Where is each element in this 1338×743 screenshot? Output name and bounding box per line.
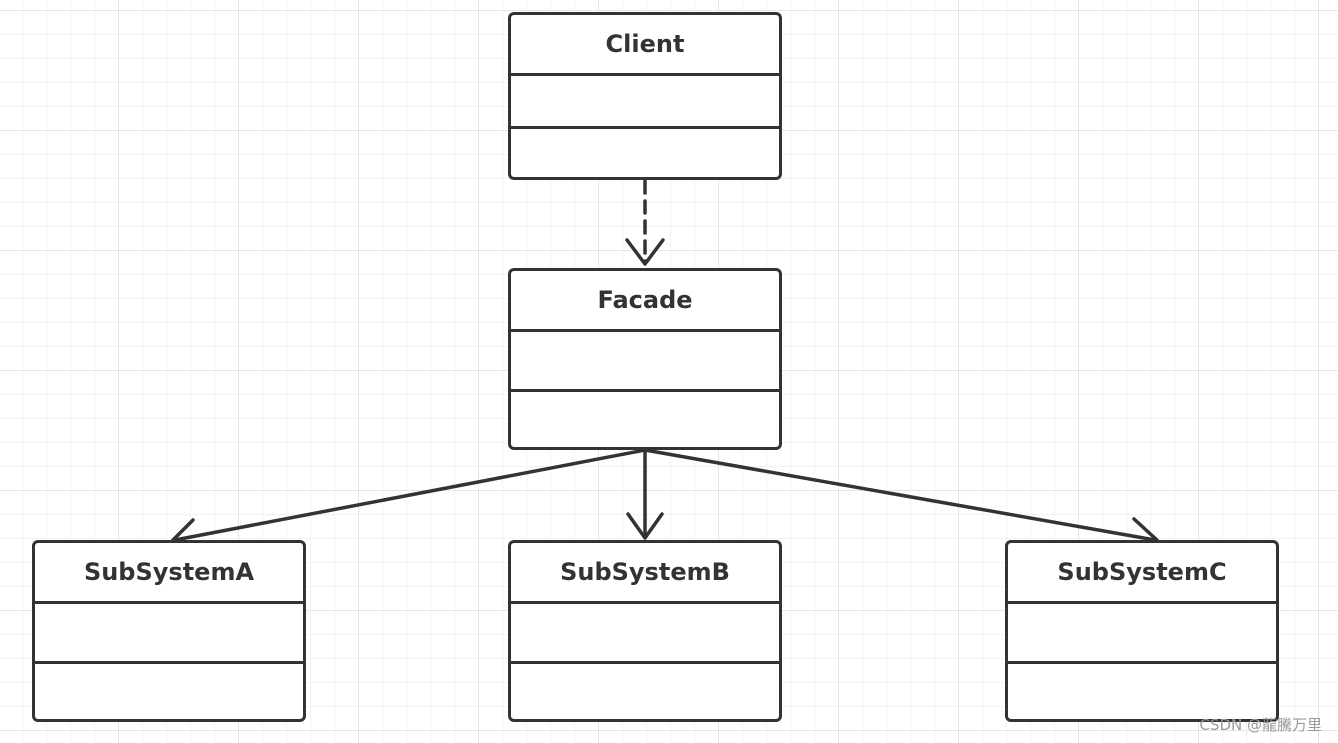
class-subsystem-c-operations <box>1008 664 1276 719</box>
association-line-facade-subsystem-a <box>173 448 647 542</box>
class-facade-name: Facade <box>511 271 779 332</box>
class-subsystem-c-attributes <box>1008 604 1276 664</box>
class-subsystem-b-operations <box>511 664 779 719</box>
class-subsystem-b-attributes <box>511 604 779 664</box>
association-line-facade-subsystem-c <box>643 448 1157 542</box>
class-subsystem-a-operations <box>35 664 303 719</box>
class-client-attributes <box>511 76 779 129</box>
class-subsystem-a-name: SubSystemA <box>35 543 303 604</box>
class-client[interactable]: Client <box>508 12 782 180</box>
class-subsystem-a-attributes <box>35 604 303 664</box>
class-facade-attributes <box>511 332 779 392</box>
class-facade[interactable]: Facade <box>508 268 782 450</box>
class-subsystem-b[interactable]: SubSystemB <box>508 540 782 722</box>
class-subsystem-a[interactable]: SubSystemA <box>32 540 306 722</box>
class-client-name: Client <box>511 15 779 76</box>
class-subsystem-b-name: SubSystemB <box>511 543 779 604</box>
class-subsystem-c[interactable]: SubSystemC <box>1005 540 1279 722</box>
class-client-operations <box>511 129 779 177</box>
association-arrowhead-subsystem-b <box>626 512 664 540</box>
class-facade-operations <box>511 392 779 447</box>
watermark: CSDN @龍騰万里 <box>1199 716 1322 734</box>
dependency-arrowhead-facade <box>625 238 665 266</box>
class-subsystem-c-name: SubSystemC <box>1008 543 1276 604</box>
